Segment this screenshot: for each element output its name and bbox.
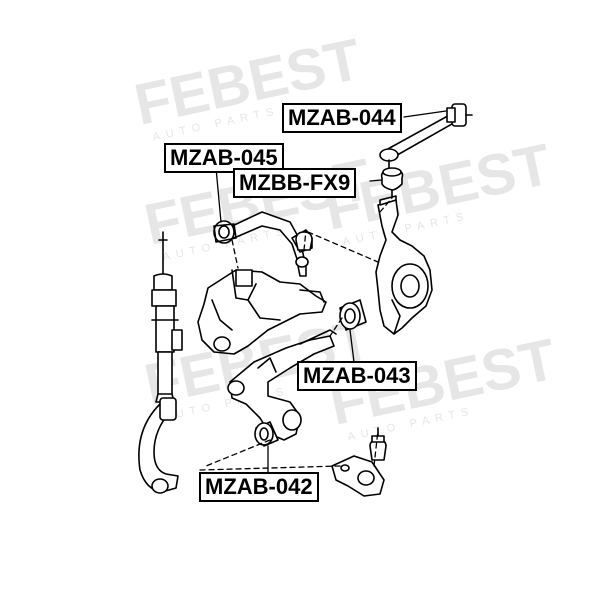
tie-rod [379, 103, 473, 173]
label-mzbb-fx9[interactable]: MZBB-FX9 [233, 168, 357, 198]
label-mzab-043[interactable]: MZAB-043 [297, 361, 417, 391]
upper-ball-boot [295, 231, 313, 251]
lower-rear-bushing [254, 421, 279, 447]
lower-control-arm [227, 329, 337, 441]
dashed-lines [199, 197, 393, 471]
steering-knuckle [375, 195, 433, 335]
label-mzab-042[interactable]: MZAB-042 [199, 472, 319, 502]
stabilizer-arm [138, 397, 179, 494]
lower-front-bushing [339, 299, 367, 331]
lower-ball-joint [331, 427, 387, 497]
leader-lines [215, 110, 447, 475]
subframe [197, 269, 327, 355]
label-mzab-044[interactable]: MZAB-044 [282, 103, 402, 133]
strut [151, 231, 183, 403]
ball-joint-boot [380, 167, 404, 201]
upper-arm-bushing [213, 220, 237, 244]
